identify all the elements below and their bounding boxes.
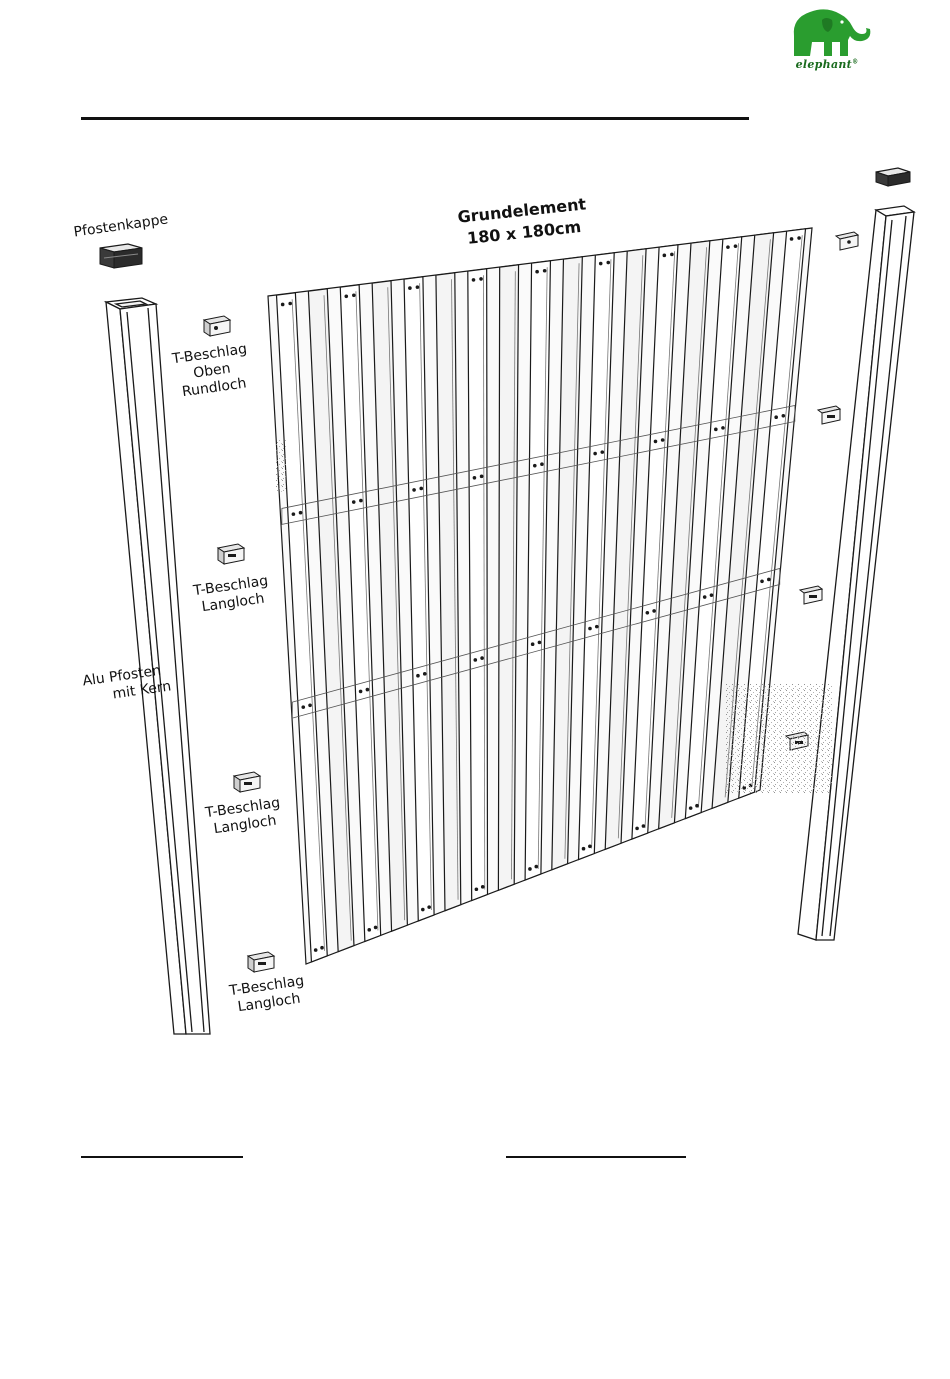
screw-hole: [301, 705, 305, 709]
screw-hole: [599, 262, 603, 266]
screw-hole: [703, 595, 707, 599]
screw-hole: [782, 414, 786, 418]
t-bracket-right-3: [800, 586, 822, 604]
screw-hole: [635, 827, 639, 831]
screw-hole: [288, 302, 292, 306]
screw-hole: [695, 804, 699, 808]
t-bracket-top-left: [204, 316, 230, 336]
screw-hole: [374, 926, 378, 930]
screw-hole: [416, 285, 420, 289]
screw-hole: [606, 261, 610, 265]
screw-hole: [588, 844, 592, 848]
screw-hole: [473, 476, 477, 480]
screw-hole: [423, 672, 427, 676]
screw-hole: [534, 865, 538, 869]
screw-hole: [543, 269, 547, 273]
screw-hole: [412, 488, 416, 492]
left-post-cap: [100, 244, 142, 268]
screw-hole: [472, 278, 476, 282]
screw-hole: [314, 948, 318, 952]
screw-hole: [419, 487, 423, 491]
footer-rule-right: [506, 1156, 686, 1158]
t-bracket-right-2: [818, 406, 840, 424]
scan-noise-patch: [276, 440, 286, 492]
screw-hole: [774, 415, 778, 419]
screw-hole: [595, 625, 599, 629]
screw-hole: [797, 236, 801, 240]
screw-hole: [670, 253, 674, 257]
screw-hole: [652, 609, 656, 613]
screw-hole: [654, 440, 658, 444]
screw-hole: [359, 499, 363, 503]
screw-hole: [734, 244, 738, 248]
screw-hole: [344, 294, 348, 298]
t-bracket-slot-left-1: [218, 544, 244, 564]
screw-hole: [582, 847, 586, 851]
screw-hole: [359, 690, 363, 694]
screw-hole: [533, 464, 537, 468]
screw-hole: [480, 475, 484, 479]
screw-hole: [538, 641, 542, 645]
t-bracket-slot-left-3: [248, 952, 274, 972]
screw-hole: [689, 806, 693, 810]
screw-hole: [308, 703, 312, 707]
screw-hole: [281, 303, 285, 307]
screw-hole: [320, 946, 324, 950]
screw-hole: [663, 254, 667, 258]
screw-hole: [528, 867, 532, 871]
screw-hole: [427, 905, 431, 909]
screw-hole: [473, 658, 477, 662]
screw-hole: [661, 438, 665, 442]
screw-hole: [352, 500, 356, 504]
screw-hole: [721, 426, 725, 430]
screw-hole: [790, 237, 794, 241]
screw-hole: [367, 928, 371, 932]
screw-hole: [540, 462, 544, 466]
footer-rule-left: [81, 1156, 243, 1158]
screw-hole: [710, 593, 714, 597]
screw-hole: [408, 286, 412, 290]
screw-hole: [481, 885, 485, 889]
screw-hole: [292, 512, 296, 516]
right-alu-post: [798, 206, 914, 940]
screw-hole: [531, 642, 535, 646]
screw-hole: [760, 580, 764, 584]
screw-hole: [352, 294, 356, 298]
screw-hole: [535, 270, 539, 274]
screw-hole: [479, 277, 483, 281]
screw-hole: [421, 908, 425, 912]
screw-hole: [480, 656, 484, 660]
t-bracket-slot-left-2: [234, 772, 260, 792]
right-post-cap: [876, 168, 910, 186]
screw-hole: [714, 428, 718, 432]
screw-hole: [767, 578, 771, 582]
screw-hole: [366, 688, 370, 692]
fence-panel: [268, 228, 812, 964]
screw-hole: [646, 611, 650, 615]
scan-noise-patch: [726, 684, 832, 794]
screw-hole: [642, 824, 646, 828]
screw-hole: [416, 674, 420, 678]
screw-hole: [588, 627, 592, 631]
screw-hole: [593, 452, 597, 456]
screw-hole: [299, 511, 303, 515]
t-bracket-top-right: [836, 232, 858, 250]
screw-hole: [726, 245, 730, 249]
screw-hole: [475, 887, 479, 891]
screw-hole: [600, 450, 604, 454]
